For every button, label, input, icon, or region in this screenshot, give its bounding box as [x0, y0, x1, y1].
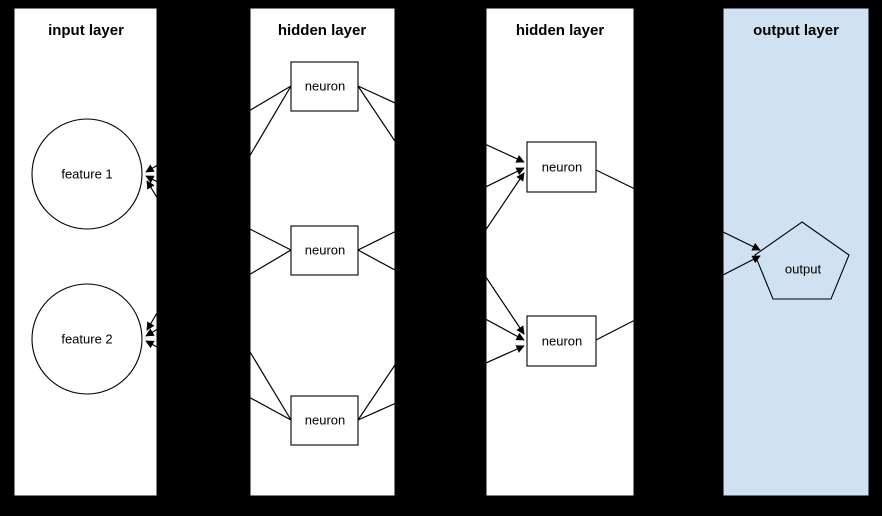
node-hidden2-neuron-1[interactable] [526, 141, 597, 193]
node-hidden1-neuron-1-label: neuron [305, 78, 345, 93]
title-hidden-layer-2: hidden layer [516, 22, 605, 39]
node-output-pentagon[interactable] [754, 221, 850, 300]
nodes-input-layer: feature 1 feature 2 [31, 118, 143, 395]
panel-hidden-layer-2[interactable] [485, 7, 635, 497]
gutter-bottom [0, 496, 882, 516]
node-hidden2-neuron-2[interactable] [526, 315, 597, 367]
node-feature-2[interactable] [31, 283, 143, 395]
node-feature-1-label: feature 1 [61, 166, 112, 181]
node-feature-1[interactable] [31, 118, 143, 230]
panel-hidden-2-border [485, 7, 635, 497]
node-hidden1-neuron-1[interactable] [290, 61, 359, 112]
node-hidden1-neuron-3[interactable] [290, 395, 359, 446]
node-hidden1-neuron-2-label: neuron [305, 242, 345, 257]
gutter-left [0, 0, 14, 516]
panel-output-border [722, 7, 870, 497]
nodes-hidden-layer-1: neuron neuron neuron [290, 61, 359, 446]
gutter-1 [157, 0, 250, 516]
panel-borders [13, 7, 870, 497]
panel-output-layer[interactable] [722, 7, 870, 497]
panel-input-border [13, 7, 158, 497]
title-hidden-layer-1: hidden layer [278, 22, 367, 39]
node-feature-2-label: feature 2 [61, 331, 112, 346]
node-output-label: output [785, 261, 822, 276]
panel-hidden-1-border [249, 7, 396, 497]
nodes-output-layer: output [754, 221, 850, 300]
panel-input-layer[interactable] [13, 7, 158, 497]
layer-titles: input layer hidden layer hidden layer ou… [48, 22, 839, 39]
gutter-top [0, 0, 882, 8]
node-hidden2-neuron-2-label: neuron [542, 333, 582, 348]
gutter-2 [395, 0, 486, 516]
title-output-layer: output layer [753, 22, 839, 39]
title-input-layer: input layer [48, 22, 124, 39]
gutter-right [869, 0, 882, 516]
node-hidden1-neuron-2[interactable] [290, 225, 359, 276]
nodes-hidden-layer-2: neuron neuron [526, 141, 597, 367]
node-hidden1-neuron-3-label: neuron [305, 412, 345, 427]
node-hidden2-neuron-1-label: neuron [542, 159, 582, 174]
gutter-3 [634, 0, 723, 516]
